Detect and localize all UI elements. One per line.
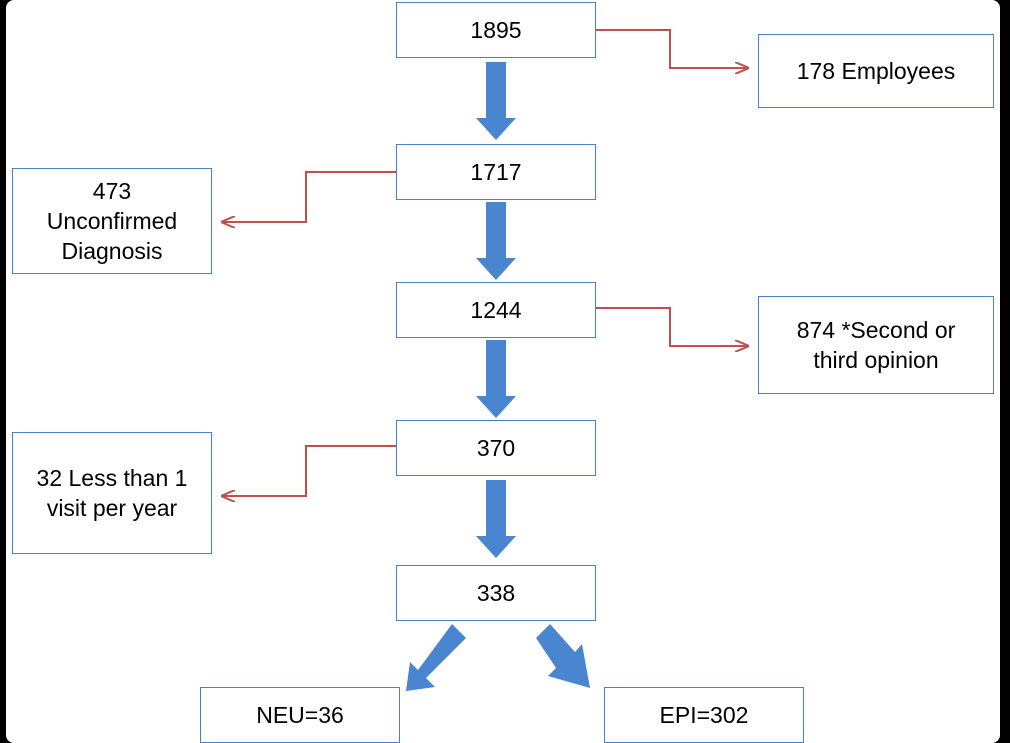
flow-arrow-1 <box>476 62 516 140</box>
step-box-1: 1895 <box>396 2 596 58</box>
exclusion-arrow-employees <box>596 29 748 68</box>
flow-arrow-2 <box>476 202 516 280</box>
exclusion-box-opinion: 874 *Second or third opinion <box>758 296 994 394</box>
step-box-3: 1244 <box>396 282 596 338</box>
exclusion-arrow-opinion <box>596 307 748 346</box>
flow-arrow-epi <box>536 624 590 688</box>
outcome-box-epi: EPI=302 <box>604 687 804 743</box>
step-box-5: 338 <box>396 565 596 621</box>
step-box-2: 1717 <box>396 144 596 200</box>
outcome-box-neu: NEU=36 <box>200 687 400 743</box>
exclusion-box-visits: 32 Less than 1 visit per year <box>12 432 212 554</box>
flow-arrow-4 <box>476 480 516 558</box>
flow-arrow-3 <box>476 340 516 418</box>
exclusion-arrow-unconfirmed <box>222 171 396 222</box>
exclusion-box-unconfirmed: 473 Unconfirmed Diagnosis <box>12 168 212 274</box>
exclusion-arrow-visits <box>222 445 396 496</box>
step-box-4: 370 <box>396 420 596 476</box>
flow-arrow-neu <box>406 624 466 691</box>
exclusion-box-employees: 178 Employees <box>758 34 994 108</box>
